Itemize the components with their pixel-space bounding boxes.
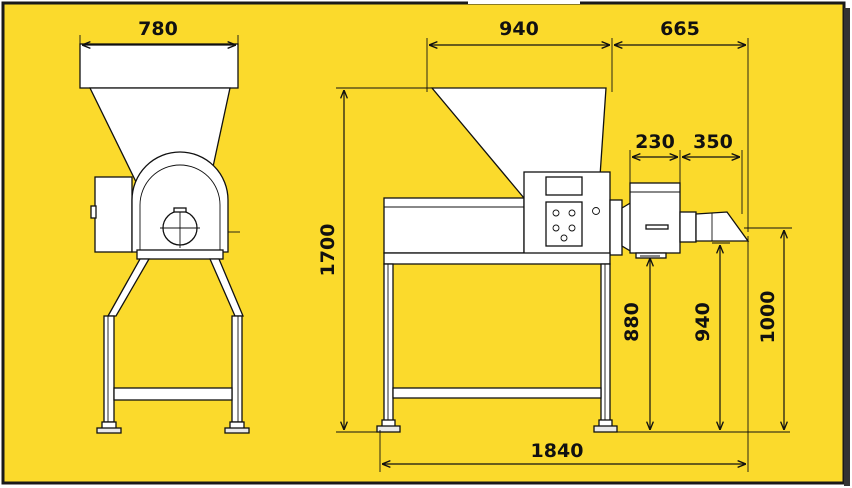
dim-nozzle-length-label: 350 <box>693 131 733 153</box>
dim-module-width-label: 230 <box>635 131 675 153</box>
right-shadow <box>844 8 850 486</box>
dim-front-width-label: 780 <box>138 18 178 40</box>
top-notch <box>468 0 580 4</box>
dim-outlet-1000-label: 1000 <box>757 291 779 344</box>
dim-outlet-940-label: 940 <box>692 302 714 342</box>
dim-hopper-width-label: 940 <box>499 18 539 40</box>
dim-outlet-880-label: 880 <box>621 302 643 342</box>
dim-total-height-label: 1700 <box>317 224 339 277</box>
dimension-lines <box>79 35 792 472</box>
side-view-machine <box>376 87 750 433</box>
dim-outlet-length-label: 665 <box>660 18 700 40</box>
front-view-machine <box>79 43 250 434</box>
dim-total-length-label: 1840 <box>531 440 584 462</box>
